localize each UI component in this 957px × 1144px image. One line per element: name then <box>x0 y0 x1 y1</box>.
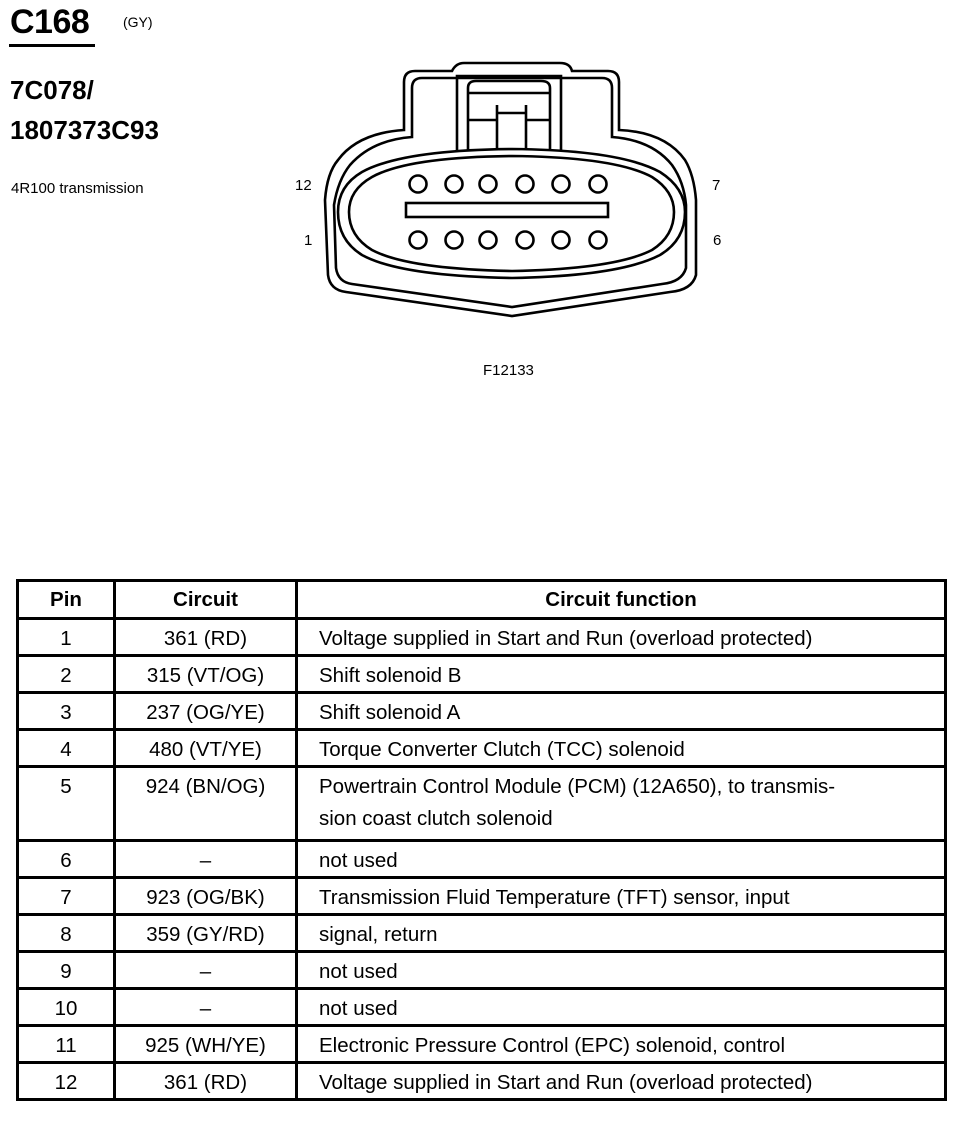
header-circuit: Circuit <box>113 579 298 620</box>
table-row: 1 361 (RD) Voltage supplied in Start and… <box>16 617 947 657</box>
locking-tab-frame <box>455 74 563 150</box>
pin-label-7: 7 <box>712 177 721 194</box>
circuit-code: 359 (GY/RD) <box>113 913 298 953</box>
table-row: 9 – not used <box>16 950 947 990</box>
circuit-function-line1: Powertrain Control Module (PCM) (12A650)… <box>319 775 836 798</box>
table-row: 4 480 (VT/YE) Torque Converter Clutch (T… <box>16 728 947 768</box>
connector-face-diagram <box>323 61 698 318</box>
housing-inner <box>332 76 688 309</box>
table-row: 7 923 (OG/BK) Transmission Fluid Tempera… <box>16 876 947 916</box>
pin-number: 4 <box>16 728 116 768</box>
table-header-row: Pin Circuit Circuit function <box>16 579 947 620</box>
pinout-table: Pin Circuit Circuit function 1 361 (RD) … <box>16 579 947 1101</box>
circuit-function-line2: sion coast clutch solenoid <box>319 807 553 830</box>
pin-number: 12 <box>16 1061 116 1101</box>
pin-number: 7 <box>16 876 116 916</box>
circuit-code: – <box>113 950 298 990</box>
connector-color: (GY) <box>123 14 153 30</box>
circuit-code: 923 (OG/BK) <box>113 876 298 916</box>
circuit-function: Powertrain Control Module (PCM) (12A650)… <box>295 765 947 842</box>
figure-id: F12133 <box>483 362 534 379</box>
circuit-function: Shift solenoid B <box>295 654 947 694</box>
mating-face-outer <box>336 147 687 280</box>
pin-number: 3 <box>16 691 116 731</box>
circuit-code: 237 (OG/YE) <box>113 691 298 731</box>
circuit-function: not used <box>295 987 947 1027</box>
table-row: 11 925 (WH/YE) Electronic Pressure Contr… <box>16 1024 947 1064</box>
pin-number: 9 <box>16 950 116 990</box>
part-number-line2: 1807373C93 <box>10 115 159 145</box>
table-row: 5 924 (BN/OG) Powertrain Control Module … <box>16 765 947 842</box>
title-underline <box>9 44 95 47</box>
circuit-function: Electronic Pressure Control (EPC) soleno… <box>295 1024 947 1064</box>
table-row: 10 – not used <box>16 987 947 1027</box>
pin-number: 5 <box>16 765 116 842</box>
locking-tab-inner <box>466 79 552 150</box>
circuit-code: – <box>113 987 298 1027</box>
circuit-code: 315 (VT/OG) <box>113 654 298 694</box>
pin-row-bottom <box>408 230 608 250</box>
pin-label-6: 6 <box>713 232 722 249</box>
header-pin: Pin <box>16 579 116 620</box>
circuit-function: Voltage supplied in Start and Run (overl… <box>295 617 947 657</box>
circuit-function: Torque Converter Clutch (TCC) solenoid <box>295 728 947 768</box>
pin-number: 8 <box>16 913 116 953</box>
pin-number: 6 <box>16 839 116 879</box>
table-row: 6 – not used <box>16 839 947 879</box>
housing-outer <box>323 61 698 318</box>
circuit-function: not used <box>295 839 947 879</box>
circuit-function: signal, return <box>295 913 947 953</box>
table-row: 2 315 (VT/OG) Shift solenoid B <box>16 654 947 694</box>
pin-label-1: 1 <box>304 232 313 249</box>
circuit-code: 480 (VT/YE) <box>113 728 298 768</box>
connector-description: 4R100 transmission <box>11 180 144 197</box>
circuit-code: 925 (WH/YE) <box>113 1024 298 1064</box>
mating-face-inner <box>347 154 676 273</box>
table-row: 8 359 (GY/RD) signal, return <box>16 913 947 953</box>
pin-number: 11 <box>16 1024 116 1064</box>
pin-number: 2 <box>16 654 116 694</box>
table-row: 3 237 (OG/YE) Shift solenoid A <box>16 691 947 731</box>
key-bar <box>404 201 610 219</box>
connector-id: C168 <box>10 3 90 41</box>
pin-label-12: 12 <box>295 177 312 194</box>
circuit-function: Shift solenoid A <box>295 691 947 731</box>
circuit-code: 361 (RD) <box>113 1061 298 1101</box>
pin-number: 1 <box>16 617 116 657</box>
header-circuit-function: Circuit function <box>295 579 947 620</box>
part-number-line1: 7C078/ <box>10 75 94 105</box>
circuit-code: 361 (RD) <box>113 617 298 657</box>
pin-number: 10 <box>16 987 116 1027</box>
circuit-code: – <box>113 839 298 879</box>
pin-row-top <box>408 174 608 194</box>
circuit-function: Transmission Fluid Temperature (TFT) sen… <box>295 876 947 916</box>
circuit-function: not used <box>295 950 947 990</box>
circuit-code: 924 (BN/OG) <box>113 765 298 842</box>
table-row: 12 361 (RD) Voltage supplied in Start an… <box>16 1061 947 1101</box>
circuit-function: Voltage supplied in Start and Run (overl… <box>295 1061 947 1101</box>
